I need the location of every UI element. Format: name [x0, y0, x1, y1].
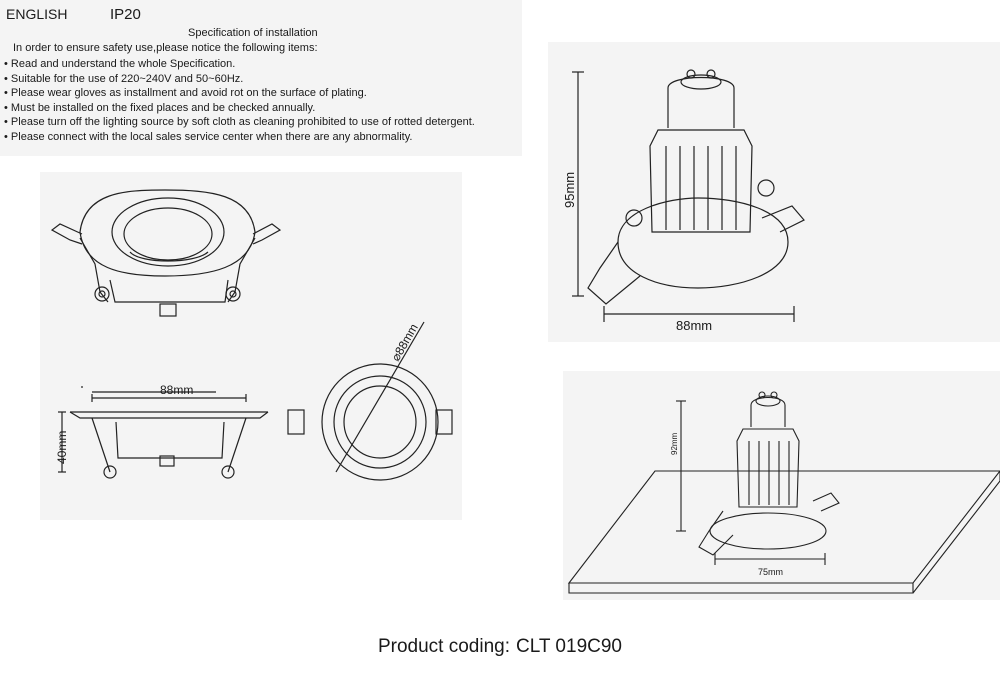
top-view [287, 321, 453, 481]
spec-item: Read and understand the whole Specificat… [4, 57, 475, 72]
installation-view-panel: 92mm 75mm [563, 371, 1000, 600]
assembled-view-drawing: 95mm 88mm [562, 69, 805, 333]
assembled-view-panel: 95mm 88mm [548, 42, 1000, 342]
installation-view-drawing: 92mm 75mm [567, 391, 1000, 594]
product-coding-label: Product coding: [377, 636, 511, 657]
product-coding: Product coding:CLT 019C90 [0, 636, 1000, 658]
top-diameter-label: ⌀88mm [388, 321, 420, 363]
product-code: CLT 019C90 [516, 636, 622, 657]
spec-intro: In order to ensure safety use,please not… [13, 42, 318, 54]
ip-rating: IP20 [110, 6, 141, 23]
spec-item: Must be installed on the fixed places an… [4, 101, 475, 116]
spec-item: Please connect with the local sales serv… [4, 130, 475, 145]
product-views-panel: 88mm 40mm ⌀88mm [40, 172, 462, 520]
specification-panel: ENGLISH IP20 Specification of installati… [0, 0, 522, 156]
spec-title: Specification of installation [188, 27, 318, 39]
front-width-label: 88mm [160, 383, 193, 397]
product-views-drawing: 88mm 40mm ⌀88mm [50, 189, 453, 481]
front-height-label: 40mm [55, 431, 69, 464]
spec-item: Suitable for the use of 220~240V and 50~… [4, 72, 475, 87]
cutout-label: 75mm [758, 567, 783, 577]
install-height-label: 92mm [670, 432, 679, 455]
front-view [58, 386, 269, 479]
spec-item: Please wear gloves as installment and av… [4, 86, 475, 101]
perspective-view [50, 189, 282, 317]
spec-item: Please turn off the lighting source by s… [4, 115, 475, 130]
assembled-width-label: 88mm [676, 318, 712, 333]
language-label: ENGLISH [6, 6, 68, 22]
spec-list: Read and understand the whole Specificat… [4, 57, 475, 144]
assembled-height-label: 95mm [562, 172, 577, 208]
